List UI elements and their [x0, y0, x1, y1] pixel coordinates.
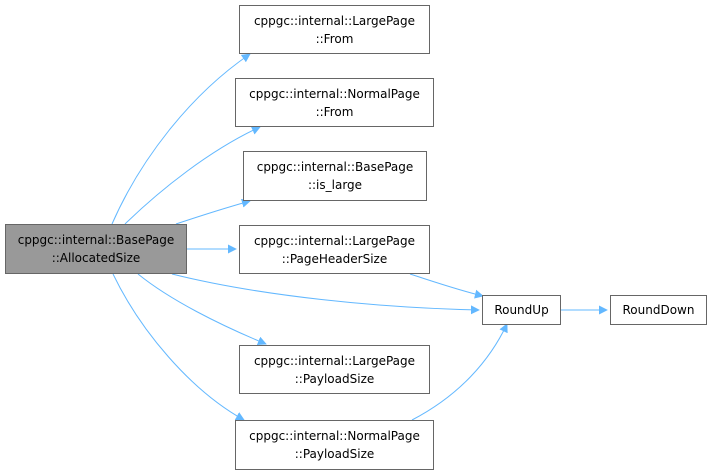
node-large-page-page-header-size[interactable]: cppgc::internal::LargePage ::PageHeaderS…: [239, 225, 430, 274]
node-label-line1: cppgc::internal::LargePage: [253, 233, 416, 248]
node-label-line2: ::PayloadSize: [294, 371, 375, 386]
node-round-up[interactable]: RoundUp: [482, 295, 561, 325]
node-label-line1: RoundUp: [494, 303, 549, 317]
edge-root-to-normal-from: [124, 126, 261, 225]
node-label-line2: ::From: [315, 104, 354, 119]
node-label-line2: ::From: [315, 31, 354, 46]
edge-root-to-round-up: [171, 273, 480, 315]
edge-normal-payload-size-to-round-up: [411, 323, 508, 421]
node-label-line1: cppgc::internal::BasePage: [256, 160, 414, 174]
node-label-line1: cppgc::internal::BasePage: [17, 233, 175, 247]
node-label-line2: ::PayloadSize: [294, 447, 375, 461]
edge-root-to-is-large: [175, 198, 251, 225]
edge-page-header-size-to-round-up: [409, 273, 484, 299]
node-normal-page-from[interactable]: cppgc::internal::NormalPage ::From: [235, 78, 434, 127]
edge-root-to-large-payload-size: [137, 273, 267, 346]
node-large-page-from[interactable]: cppgc::internal::LargePage ::From: [239, 5, 430, 54]
node-round-down[interactable]: RoundDown: [610, 295, 707, 325]
node-normal-page-payload-size[interactable]: cppgc::internal::NormalPage ::PayloadSiz…: [235, 420, 434, 470]
node-base-page-is-large[interactable]: cppgc::internal::BasePage ::is_large: [243, 151, 427, 201]
node-label-line1: cppgc::internal::LargePage: [253, 13, 416, 28]
node-label-line2: ::AllocatedSize: [51, 251, 141, 265]
node-label-line1: RoundDown: [622, 303, 695, 317]
node-label-line1: cppgc::internal::LargePage: [253, 353, 416, 368]
node-label-line1: cppgc::internal::NormalPage: [249, 86, 420, 101]
node-label-line2: ::is_large: [307, 178, 363, 192]
node-label-line1: cppgc::internal::NormalPage: [249, 429, 420, 443]
node-base-page-allocated-size[interactable]: cppgc::internal::BasePage ::AllocatedSiz…: [5, 224, 187, 274]
edge-root-to-normal-payload-size: [112, 273, 245, 421]
node-large-page-payload-size[interactable]: cppgc::internal::LargePage ::PayloadSize: [239, 345, 430, 394]
edge-root-to-large-from: [111, 53, 251, 225]
node-label-line2: ::PageHeaderSize: [281, 251, 388, 266]
